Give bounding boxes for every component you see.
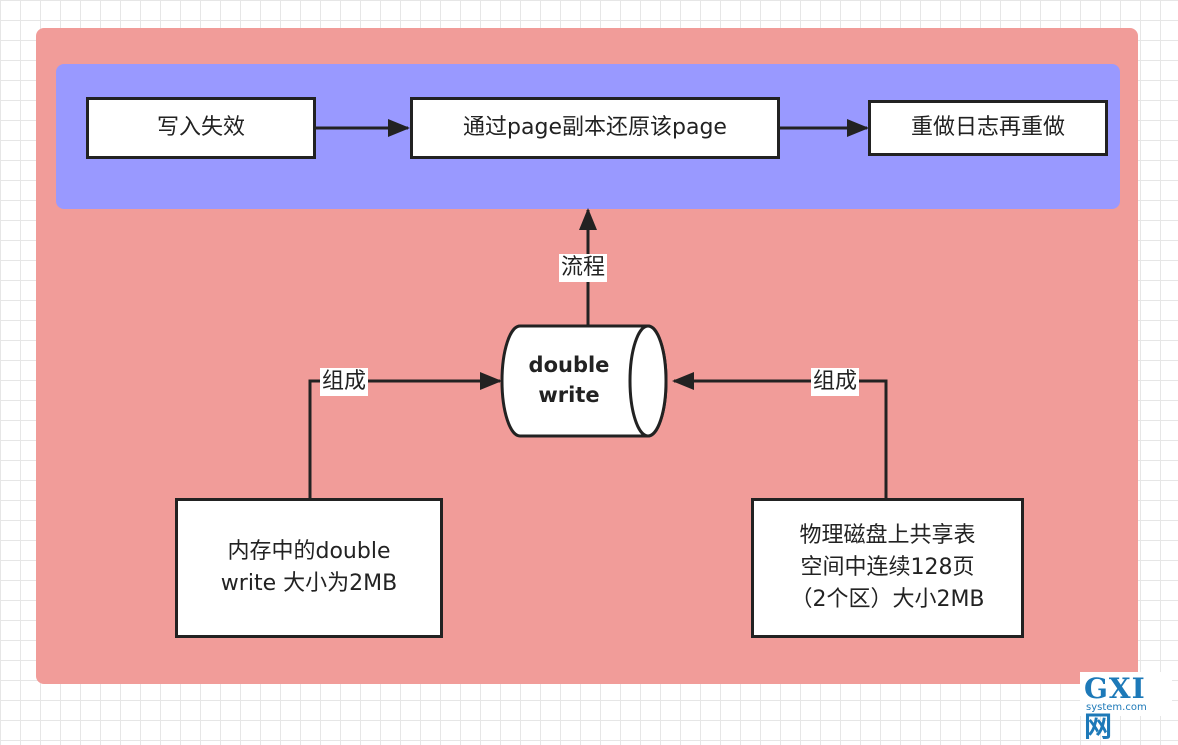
site-watermark: GXI网 system.com bbox=[1080, 672, 1172, 743]
edge-label-left-compose: 组成 bbox=[320, 368, 369, 396]
double-write-label: double write bbox=[514, 350, 624, 410]
edge-label-flow: 流程 bbox=[559, 254, 608, 282]
flow-step-redo-log-label: 重做日志再重做 bbox=[910, 115, 1065, 140]
arrow-left-to-center bbox=[308, 372, 502, 498]
double-write-label-line1: double bbox=[528, 353, 610, 377]
disk-shared-tablespace-box: 物理磁盘上共享表 空间中连续128页 （2个区）大小2MB bbox=[751, 498, 1024, 638]
arrow-right-to-center bbox=[672, 372, 888, 498]
edge-label-right-compose: 组成 bbox=[811, 368, 860, 396]
double-write-label-line2: write bbox=[538, 383, 600, 407]
flow-step-restore-page: 通过page副本还原该page bbox=[410, 97, 780, 159]
flow-step-write-failure-label: 写入失效 bbox=[156, 115, 245, 140]
double-write-cylinder bbox=[500, 324, 668, 438]
memory-double-write-line2: write 大小为2MB bbox=[220, 571, 398, 596]
memory-double-write-box: 内存中的double write 大小为2MB bbox=[175, 498, 443, 638]
memory-double-write-line1: 内存中的double bbox=[227, 539, 391, 564]
flow-step-write-failure: 写入失效 bbox=[86, 97, 316, 159]
disk-shared-tablespace-line3: （2个区）大小2MB bbox=[790, 587, 985, 612]
connectors bbox=[308, 119, 888, 498]
watermark-domain-text: system.com bbox=[1086, 702, 1147, 713]
flow-step-restore-page-label: 通过page副本还原该page bbox=[463, 115, 727, 140]
disk-shared-tablespace-line2: 空间中连续128页 bbox=[800, 555, 975, 580]
flow-step-redo-log: 重做日志再重做 bbox=[868, 100, 1108, 156]
disk-shared-tablespace-line1: 物理磁盘上共享表 bbox=[799, 523, 976, 548]
